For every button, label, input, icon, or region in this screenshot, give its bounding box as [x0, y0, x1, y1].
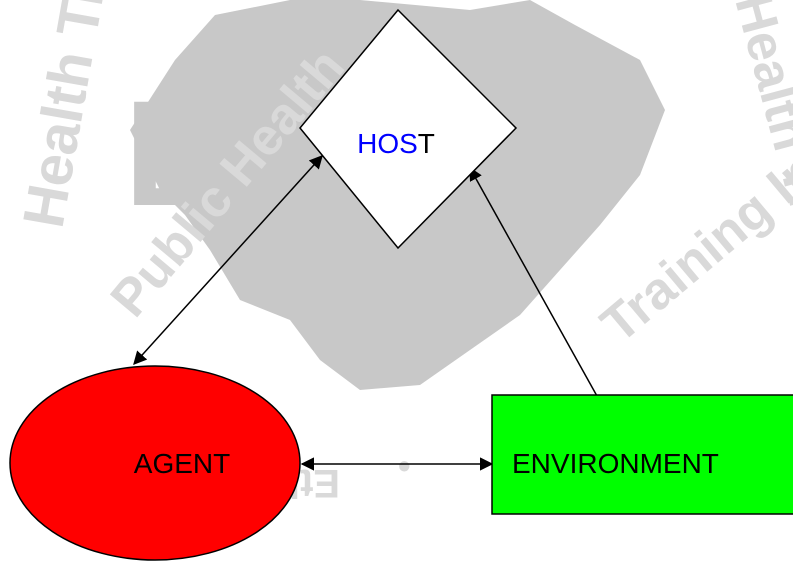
host-label-part1: HOS [357, 128, 418, 159]
connectors [133, 154, 608, 471]
host-diamond [299, 8, 518, 250]
environment-rect [491, 394, 793, 515]
host-node: HOST [299, 8, 518, 250]
watermark-bullet: • [398, 445, 411, 486]
environment-node: ENVIRONMENT [491, 394, 793, 515]
watermark-ring-text-left: Health Tra [11, 0, 124, 232]
connector-host-environment [469, 166, 608, 416]
connector-host-agent [133, 154, 323, 366]
agent-node: AGENT [9, 365, 301, 561]
host-label: HOST [357, 128, 435, 159]
host-label-part2: T [418, 128, 435, 159]
agent-label: AGENT [134, 448, 230, 479]
agent-ellipse [9, 365, 301, 561]
environment-label: ENVIRONMENT [512, 448, 719, 479]
